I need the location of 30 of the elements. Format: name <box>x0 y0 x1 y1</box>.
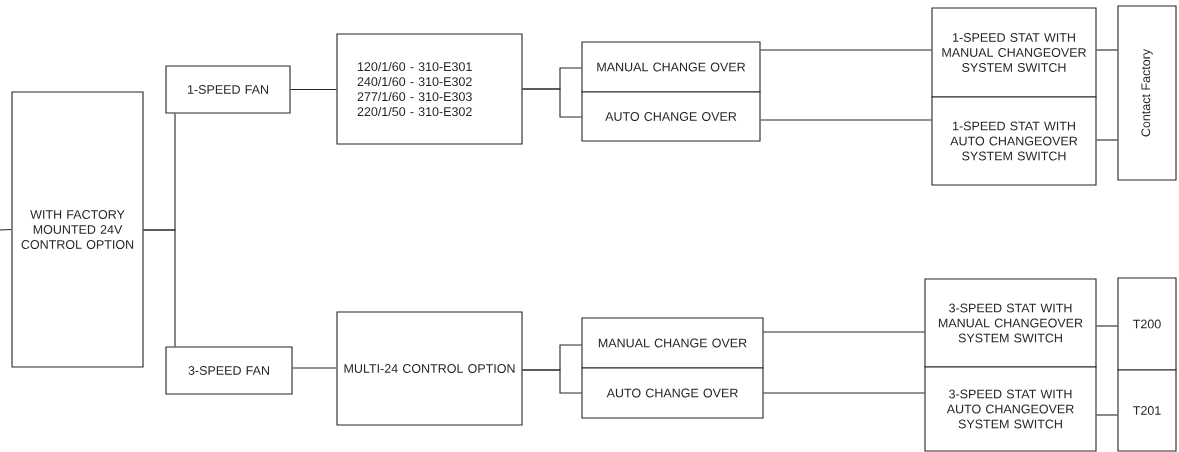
flow-box: 1-SPEED STAT WITH AUTO CHANGEOVER SYSTEM SWITCH <box>931 96 1097 186</box>
flow-box: AUTO CHANGE OVER <box>581 91 761 142</box>
connector-line <box>522 88 582 118</box>
flow-box: 1-SPEED FAN <box>165 65 291 114</box>
connector-line <box>143 229 176 347</box>
connector-line <box>1096 325 1118 327</box>
flow-box: WITH FACTORY MOUNTED 24V CONTROL OPTION <box>11 91 144 368</box>
flow-box: 1-SPEED STAT WITH MANUAL CHANGEOVER SYSTEM SWITCH <box>931 7 1097 98</box>
connector-line <box>763 392 925 394</box>
connector-line <box>763 331 925 333</box>
flow-box: 3-SPEED STAT WITH MANUAL CHANGEOVER SYSTEM SWITCH <box>924 278 1097 368</box>
connector-line <box>522 369 582 394</box>
connector-line <box>290 88 337 91</box>
flow-box: T201 <box>1117 369 1177 452</box>
flow-box: MANUAL CHANGE OVER <box>581 317 764 369</box>
flow-box: T200 <box>1117 277 1177 371</box>
flow-box: 3-SPEED STAT WITH AUTO CHANGEOVER SYSTEM SWITCH <box>924 366 1097 452</box>
connector-line <box>760 49 932 51</box>
connector-line <box>0 228 12 231</box>
connector-line <box>292 367 337 369</box>
flow-box: MULTI-24 CONTROL OPTION <box>336 311 523 426</box>
flow-box: MANUAL CHANGE OVER <box>581 41 761 93</box>
connector-line <box>1096 414 1118 416</box>
flow-box: 120/1/60 - 310-E301 240/1/60 - 310-E302 277/1/60 - 310-E303 220/1/50 - 310-E302 <box>336 33 523 145</box>
connector-line <box>1096 49 1118 51</box>
flow-box: Contact Factory <box>1117 5 1177 181</box>
connector-line <box>760 119 932 121</box>
flow-box: AUTO CHANGE OVER <box>581 367 764 419</box>
connector-line <box>1096 139 1118 141</box>
flow-box: 3-SPEED FAN <box>165 346 293 395</box>
